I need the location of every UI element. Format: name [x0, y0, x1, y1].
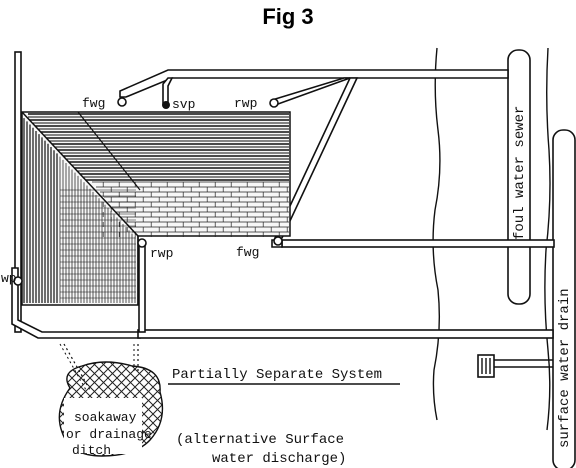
figure-title: Fig 3: [262, 4, 313, 29]
wp-left-fitting: [13, 276, 23, 286]
rwp-bottom-vertical-pipe: [138, 245, 146, 333]
soakaway-pipe-left-b: [59, 343, 87, 391]
rwp-bottom-fitting: [137, 238, 147, 248]
svp-branch-pipe: [162, 77, 174, 104]
fwg-bottom-label: fwg: [236, 245, 259, 260]
surface-water-drain-label: surface water drain: [557, 288, 573, 448]
soakaway-label-1: soakaway: [74, 410, 137, 425]
surface-water-main-pipe: [137, 329, 554, 339]
soakaway-pipe-left: [63, 343, 91, 391]
surface-water-drain-pipe: [552, 129, 576, 468]
rwp-bottom-label: rwp: [150, 246, 173, 261]
system-caption: Partially Separate System: [172, 367, 382, 383]
fwg-top-fitting: [117, 97, 127, 107]
fwg-top-label: fwg: [82, 96, 105, 111]
rwp-top-connection-pipe: [270, 77, 351, 105]
soakaway-label-3: ditch: [72, 443, 111, 458]
surface-lateral-upper: [281, 239, 555, 248]
foul-water-sewer-label: foul water sewer: [512, 106, 528, 240]
foul-drain-diagonal-pipe: [273, 77, 359, 239]
surface-drain-left-vertical: [14, 51, 22, 333]
svp-label: svp: [172, 97, 195, 112]
house-illustration: [21, 111, 291, 306]
soakaway-label-2: or drainage: [66, 427, 152, 442]
alt-discharge-label-2: water discharge): [212, 451, 346, 467]
road-boundary-line-right: [544, 47, 551, 431]
foul-drain-top-pipe: [119, 69, 509, 98]
svp-fitting: [162, 101, 170, 109]
wp-left-label: wp: [1, 271, 17, 286]
rwp-top-fitting: [269, 98, 279, 108]
road-boundary-line-left: [432, 47, 441, 421]
fwg-bottom-fitting: [273, 236, 283, 246]
alt-discharge-label-1: (alternative Surface: [176, 432, 344, 448]
rwp-top-label: rwp: [234, 96, 257, 111]
